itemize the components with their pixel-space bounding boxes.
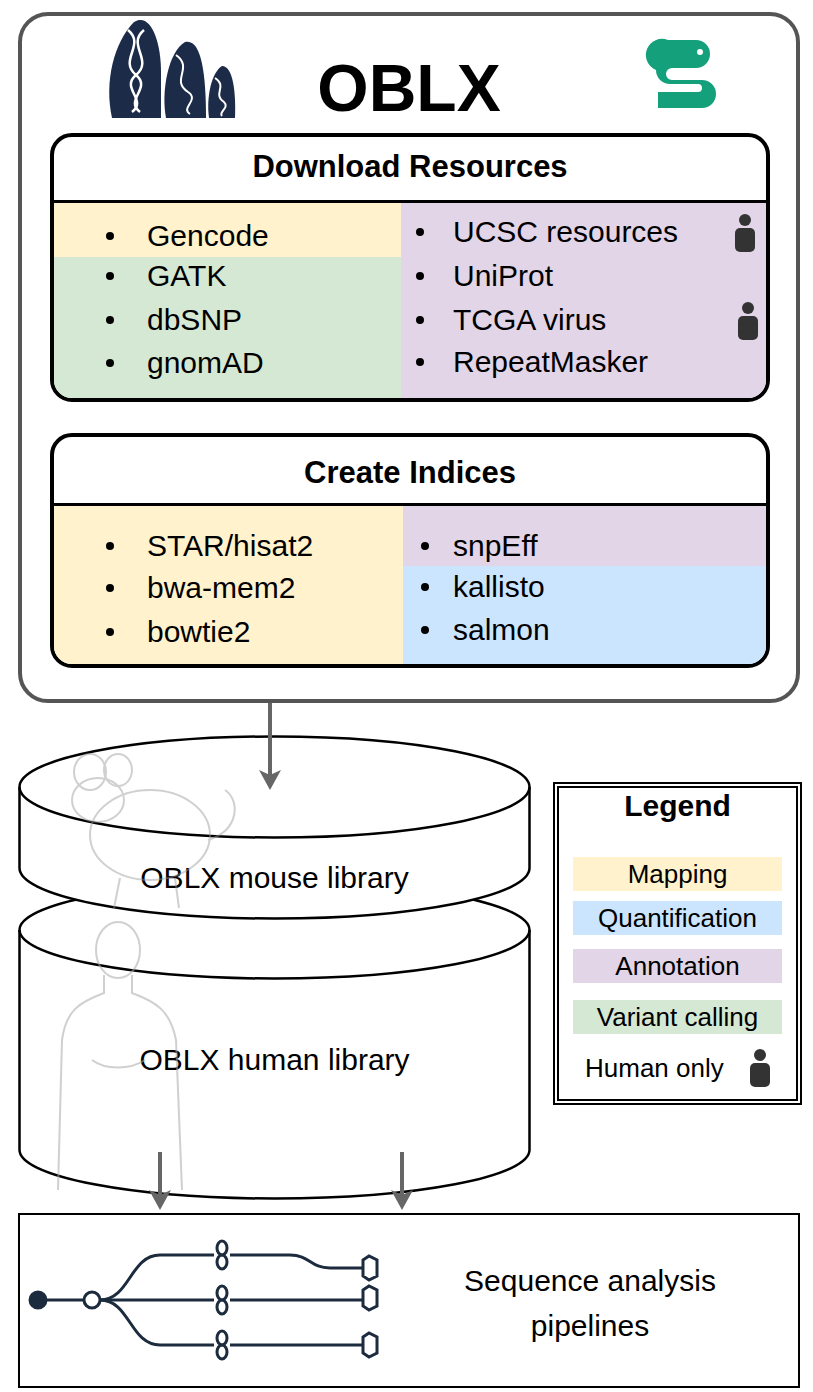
node-text: STAR/hisat2 <box>147 529 313 563</box>
node-text: TCGA virus <box>453 303 606 337</box>
node-text: Gencode <box>147 219 269 253</box>
flow-arrow <box>149 1152 171 1210</box>
node-text: RepeatMasker <box>453 345 648 379</box>
node-text: GATK <box>147 259 226 293</box>
node-text: OBLX mouse library <box>18 861 531 895</box>
node-text: Download Resources <box>54 150 766 184</box>
node-text: kallisto <box>453 570 545 604</box>
node-text: salmon <box>453 613 550 647</box>
node-text: Annotation <box>573 949 782 983</box>
node-text: bwa-mem2 <box>147 571 295 605</box>
node-text: Mapping <box>573 857 782 891</box>
bullet-dot <box>421 626 429 634</box>
bullet-dot <box>106 584 114 592</box>
node-text: Create Indices <box>54 456 766 490</box>
color-band: snpEff <box>403 503 766 566</box>
bullet-dot <box>416 316 424 324</box>
section-box: Create IndicesSTAR/hisat2 bwa-mem2 bowtie2… <box>50 433 770 668</box>
bullet-dot <box>106 542 114 550</box>
node-text: bowtie2 <box>147 615 250 649</box>
section-box: Download ResourcesGencodeGATK dbSNP gnomAD… <box>50 133 770 402</box>
legend-box: LegendMappingQuantificationAnnotationVar… <box>553 782 802 1105</box>
color-band: kallisto salmon <box>403 566 766 664</box>
node-text: UniProt <box>453 259 553 293</box>
bullet-dot <box>421 583 429 591</box>
bullet-dot <box>106 628 114 636</box>
flow-arrow <box>259 703 281 790</box>
human-illustration <box>58 922 182 1190</box>
node-text: dbSNP <box>147 303 242 337</box>
color-band: STAR/hisat2 bwa-mem2 bowtie2 <box>54 503 403 664</box>
snakemake-logo <box>646 39 716 108</box>
flow-arrow <box>391 1152 413 1210</box>
mouse-illustration <box>72 754 235 908</box>
node-text: gnomAD <box>147 346 264 380</box>
bullet-dot <box>106 232 114 240</box>
library-cylinder: OBLX mouse library <box>18 735 531 920</box>
pipeline-graphic <box>30 1241 377 1359</box>
bullet-dot <box>106 359 114 367</box>
outer-box: OBLX Download ResourcesGencodeGATK dbSNP gn… <box>18 12 800 703</box>
bullet-dot <box>416 272 424 280</box>
node-text: snpEff <box>453 529 538 563</box>
node-text: OBLX human library <box>18 1043 531 1077</box>
node-text: UCSC resources <box>453 215 678 249</box>
pipeline-box: Sequence analysis pipelines <box>18 1213 800 1388</box>
node-text: Sequence analysis pipelines <box>430 1258 750 1348</box>
node-text: Legend <box>559 789 796 823</box>
bullet-dot <box>106 272 114 280</box>
color-band: Gencode <box>54 200 401 257</box>
bullet-dot <box>416 358 424 366</box>
node-text: Quantification <box>573 901 782 935</box>
bullet-dot <box>416 228 424 236</box>
node-text: Human only <box>585 1051 724 1085</box>
color-band: GATK dbSNP gnomAD <box>54 257 401 398</box>
library-cylinder: OBLX human library <box>18 880 531 1200</box>
cylinder-outline <box>18 880 531 1200</box>
bullet-dot <box>106 316 114 324</box>
color-band: UCSC resourcesUniProtTCGA virusRepeatMas… <box>401 200 766 398</box>
bullet-dot <box>421 542 429 550</box>
human-only-icon <box>735 214 770 1087</box>
node-text: Variant calling <box>573 1000 782 1034</box>
dna-stones-logo <box>109 20 235 118</box>
node-text: OBLX <box>22 50 796 126</box>
